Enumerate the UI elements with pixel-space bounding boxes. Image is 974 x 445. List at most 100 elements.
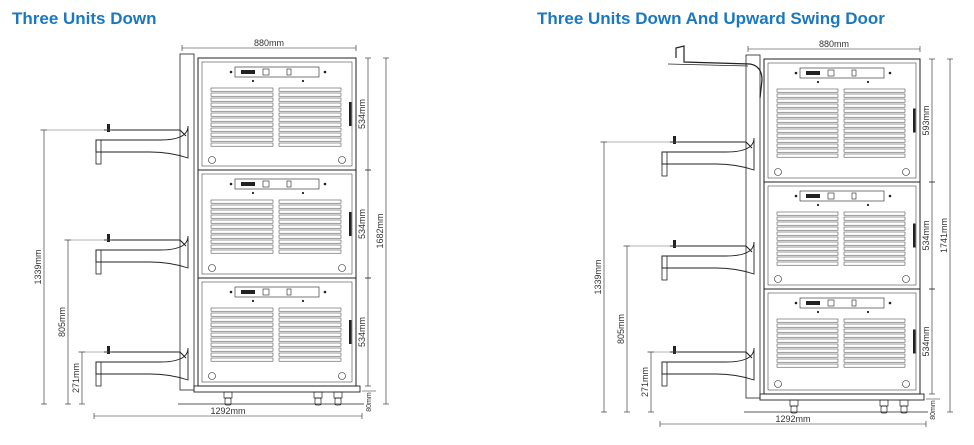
louvre-right	[843, 261, 906, 266]
louvre-right	[843, 123, 906, 128]
title-three-units-down: Three Units Down	[12, 9, 157, 28]
louvre-left	[210, 239, 274, 244]
louvre-left	[210, 204, 274, 209]
control-panel	[799, 190, 885, 202]
wheel	[880, 405, 888, 414]
louvre-right	[278, 112, 342, 117]
screw	[866, 80, 870, 84]
drawer-leg	[95, 249, 102, 275]
louvre-left	[210, 209, 274, 214]
louvre-right	[843, 328, 906, 333]
louvre-left	[776, 88, 839, 93]
unit-frame	[197, 169, 357, 279]
dim-h-mid-label: 805mm	[616, 314, 626, 344]
dim-base-label: 80mm	[930, 400, 937, 420]
back-panel	[745, 54, 761, 399]
side-handle	[913, 223, 916, 248]
wheel	[900, 405, 908, 414]
louvre-right	[278, 332, 342, 337]
dim-total-label: 1682mm	[375, 213, 385, 248]
louvre-right	[278, 239, 342, 244]
dim-unit-bot-label: 534mm	[921, 326, 931, 356]
louvre-right	[843, 226, 906, 231]
control-switch	[851, 192, 857, 200]
unit-inner-frame	[201, 281, 353, 383]
dim-unit-top-label: 593mm	[921, 105, 931, 135]
dim-h-bot-label: 271mm	[71, 363, 81, 393]
caster	[879, 399, 889, 414]
louvre-left	[210, 122, 274, 127]
dim-unit-bot-label: 534mm	[357, 317, 367, 347]
drawer-leg	[661, 151, 668, 177]
side-handle	[913, 108, 916, 133]
louvre-right	[843, 318, 906, 323]
screw	[866, 310, 870, 314]
louvre-left	[776, 148, 839, 153]
louvre-right	[278, 342, 342, 347]
louvre-left	[776, 98, 839, 103]
screw	[816, 80, 820, 84]
wheel	[314, 397, 322, 406]
louvre-right	[278, 219, 342, 224]
wheel-mount	[313, 391, 323, 399]
louvre-right	[843, 98, 906, 103]
caster	[333, 391, 343, 406]
drawer-body	[95, 125, 189, 159]
tray-post	[673, 346, 676, 354]
tray-top	[104, 129, 187, 137]
louvre-right	[278, 142, 342, 147]
side-handle	[349, 212, 352, 236]
wheel-mount	[879, 399, 889, 407]
louvre-right	[843, 108, 906, 113]
tray-2	[661, 346, 755, 387]
corner-hole	[208, 156, 216, 164]
louvre-left	[776, 353, 839, 358]
louvre-left	[776, 236, 839, 241]
corner-hole	[338, 372, 346, 380]
louvre-left	[210, 92, 274, 97]
control-switch	[851, 299, 857, 307]
dim-total-label: 1741mm	[939, 218, 949, 253]
dim-base-label: 80mm	[366, 392, 373, 412]
louvre-right	[278, 132, 342, 137]
drawer-body	[661, 241, 755, 275]
corner-hole	[338, 156, 346, 164]
control-button	[827, 69, 835, 77]
wheel	[334, 397, 342, 406]
screw	[229, 290, 233, 294]
louvre-left	[776, 338, 839, 343]
control-display	[241, 182, 255, 186]
drawer-leg	[661, 255, 668, 281]
louvre-left	[210, 107, 274, 112]
louvre-left	[210, 317, 274, 322]
louvre-left	[776, 133, 839, 138]
louvre-left	[210, 112, 274, 117]
louvre-right	[278, 199, 342, 204]
louvre-left	[210, 102, 274, 107]
louvre-right	[843, 133, 906, 138]
control-button	[262, 180, 270, 188]
corner-hole	[774, 380, 782, 388]
louvre-left	[210, 337, 274, 342]
drawer-leg	[661, 361, 668, 387]
base-frame	[759, 393, 925, 401]
louvre-left	[776, 216, 839, 221]
louvre-left	[210, 249, 274, 254]
louvre-right	[843, 153, 906, 158]
louvre-left	[210, 214, 274, 219]
louvre-right	[843, 358, 906, 363]
louvre-right	[278, 337, 342, 342]
louvre-left	[776, 226, 839, 231]
louvre-right	[843, 241, 906, 246]
dim-width-label: 880mm	[819, 39, 849, 49]
wheel	[790, 405, 798, 414]
tray-1	[95, 234, 189, 275]
louvre-left	[776, 108, 839, 113]
screw	[794, 194, 798, 198]
screw	[251, 299, 255, 303]
louvre-right	[278, 347, 342, 352]
tray-post	[673, 136, 676, 144]
louvre-left	[210, 137, 274, 142]
louvre-right	[278, 87, 342, 92]
